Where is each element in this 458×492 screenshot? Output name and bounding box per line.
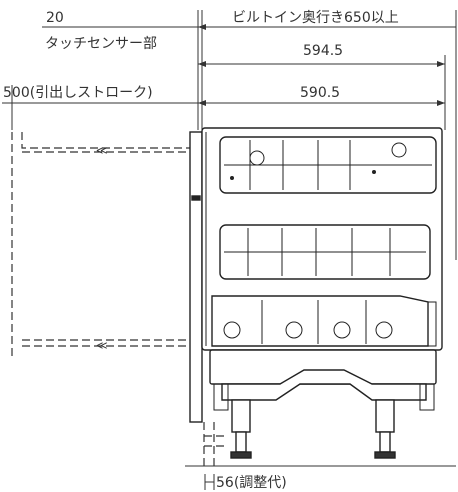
builtin-depth-label: ビルトイン奥行き650以上 (232, 9, 399, 26)
extension-lines (11, 10, 457, 260)
adjustment-dimension: 56(調整代) (204, 474, 287, 491)
svg-text:≪: ≪ (96, 339, 108, 352)
dishwasher-body (201, 127, 443, 351)
svg-text:≪: ≪ (96, 144, 108, 157)
touch-sensor-width-value: 20 (46, 10, 64, 26)
kickplate-outline (185, 422, 456, 470)
builtin-depth-dimension: ビルトイン奥行き650以上 (198, 9, 456, 30)
drawer-stroke-dimension: 500(引出しストローク) (2, 85, 198, 104)
adjustable-feet (230, 431, 396, 459)
body-depth-dimension: 590.5 (198, 85, 445, 106)
adjustment-label: 56(調整代) (216, 475, 287, 491)
overall-depth-dimension: 594.5 (198, 43, 445, 67)
lower-basket (211, 295, 429, 347)
drawer-stroke-label: 500(引出しストローク) (3, 85, 153, 101)
overall-depth-value: 594.5 (303, 43, 343, 59)
body-depth-value: 590.5 (300, 85, 340, 101)
drawer-extended-outline: ≪ ≪ (11, 132, 191, 360)
cabinet-side (189, 131, 203, 423)
base-frame (209, 349, 437, 433)
touch-sensor-label: タッチセンサー部 (45, 36, 157, 52)
touch-sensor-dimension: 20 タッチセンサー部 (42, 10, 198, 52)
